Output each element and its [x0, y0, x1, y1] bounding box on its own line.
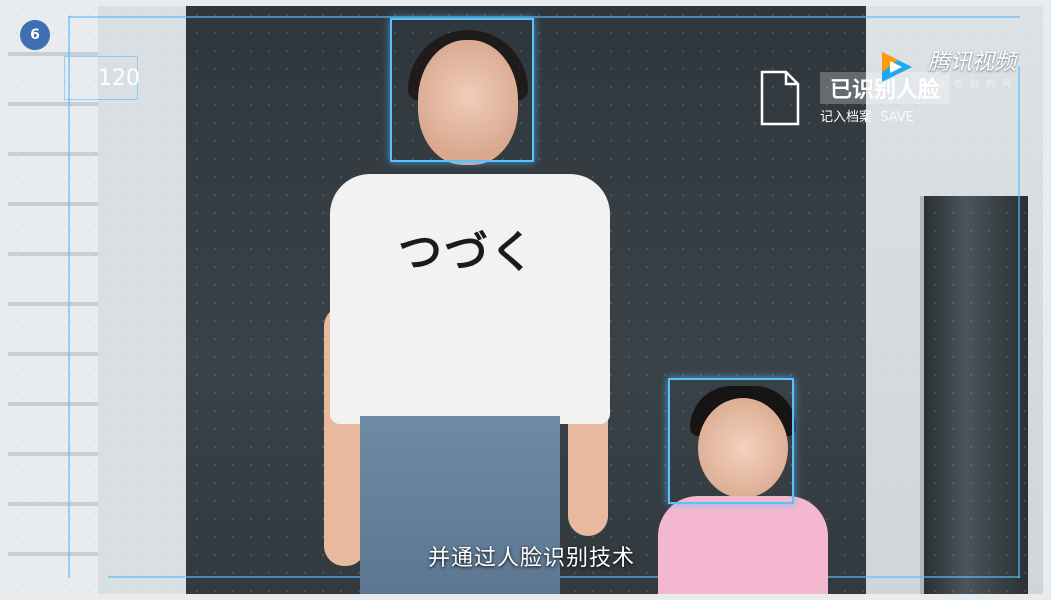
- hud-top-line: [68, 16, 1020, 18]
- girl-pink-jacket: [658, 496, 828, 594]
- shirt-print: つづく: [398, 227, 536, 278]
- tencent-video-slogan: 不负好时光: [938, 80, 1018, 91]
- file-icon: [760, 70, 800, 126]
- hud-right-line: [1018, 66, 1020, 578]
- girl-face: [698, 398, 788, 498]
- status-title: 已识别人脸: [820, 72, 951, 104]
- channel-logo: 6: [20, 20, 50, 50]
- hud-bottom-line: [108, 576, 1020, 578]
- status-subline-en: SAVE: [880, 110, 914, 125]
- counter-box: [64, 56, 138, 100]
- tencent-video-name: 腾讯视频: [928, 50, 1017, 75]
- woman-tshirt: [330, 174, 610, 424]
- left-wall: [8, 6, 98, 594]
- counter-value: 120: [98, 66, 140, 91]
- face-box-girl: [668, 378, 794, 504]
- doorway: [920, 196, 1028, 594]
- status-subline-cn: 记入档案: [820, 110, 873, 125]
- pillar: [98, 6, 186, 594]
- woman-jeans: [360, 416, 560, 594]
- video-frame: つづく 6 120 已识别人脸 记入档案 SAVE 腾讯视频 不负好时光 并通过…: [8, 6, 1043, 594]
- woman-face: [418, 40, 518, 165]
- status-subline: 记入档案 SAVE: [820, 106, 914, 125]
- face-box-woman: [390, 18, 534, 162]
- hud-left-line: [68, 16, 70, 578]
- video-subtitle: 并通过人脸识别技术: [428, 546, 636, 571]
- tencent-video-logo-icon: [882, 52, 912, 82]
